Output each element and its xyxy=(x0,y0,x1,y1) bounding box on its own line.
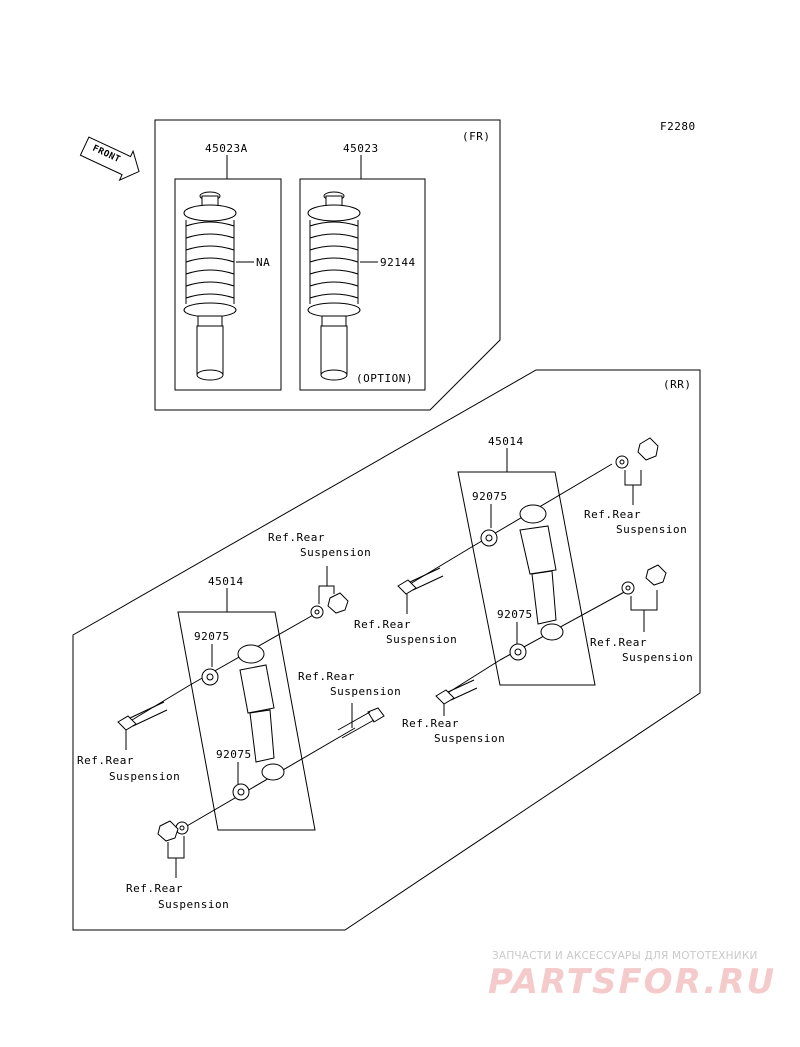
rear-lower-washer-bottom xyxy=(175,821,189,835)
rear-lower-nut-top xyxy=(327,592,349,614)
front-spring-left-part-number: NA xyxy=(256,256,270,269)
front-shock-right-box xyxy=(299,178,426,391)
ref-note-line2: Suspension xyxy=(616,523,687,536)
rear-upper-bushing-top-number: 92075 xyxy=(472,490,508,503)
rear-upper-nut-top xyxy=(637,437,659,461)
ref-note-line2: Suspension xyxy=(434,732,505,745)
rear-upper-bushing-bottom xyxy=(509,643,527,661)
rear-upper-shock xyxy=(519,504,564,641)
rear-lower-bushing-top-number: 92075 xyxy=(194,630,230,643)
front-option-note: (OPTION) xyxy=(356,372,413,385)
rear-lower-bushing-bottom-number: 92075 xyxy=(216,748,252,761)
ref-note-line2: Suspension xyxy=(109,770,180,783)
ref-note-line2: Suspension xyxy=(622,651,693,664)
rear-upper-bolt-top xyxy=(397,567,444,595)
rear-upper-shock-part-number: 45014 xyxy=(488,435,524,448)
figure-code: F2280 xyxy=(660,120,696,133)
ref-note-line1: Ref.Rear xyxy=(590,636,647,649)
rear-upper-bushing-bottom-number: 92075 xyxy=(497,608,533,621)
front-shock-left-part-number: 45023A xyxy=(205,142,248,155)
rear-lower-bolt-bottom xyxy=(337,707,385,739)
front-section-label: (FR) xyxy=(462,130,491,143)
rear-upper-washer-top xyxy=(615,455,629,469)
rear-upper-group-box xyxy=(457,471,596,686)
rear-upper-bolt-bottom xyxy=(435,679,478,705)
mount-axis-line xyxy=(131,684,191,721)
front-shock-right xyxy=(307,191,361,381)
front-shock-right-part-number: 45023 xyxy=(343,142,379,155)
rear-upper-nut-bottom xyxy=(645,564,667,586)
rear-lower-group-box xyxy=(177,611,316,831)
rear-lower-bolt-top xyxy=(117,701,168,731)
leader-bracket xyxy=(624,470,642,486)
ref-note-line1: Ref.Rear xyxy=(402,717,459,730)
ref-note-line1: Ref.Rear xyxy=(268,531,325,544)
ref-note-line2: Suspension xyxy=(158,898,229,911)
rear-section-frame xyxy=(72,369,701,931)
rear-upper-bushing-top xyxy=(480,529,498,547)
mount-axis-line xyxy=(409,547,471,585)
rear-lower-bushing-top xyxy=(201,668,219,686)
watermark-logo: PARTSFOR.RU xyxy=(488,962,777,1002)
rear-lower-shock xyxy=(237,644,285,781)
ref-note-line1: Ref.Rear xyxy=(354,618,411,631)
rear-lower-washer-top xyxy=(310,605,324,619)
front-spring-right-part-number: 92144 xyxy=(380,256,416,269)
watermark-tagline: ЗАПЧАСТИ И АКСЕССУАРЫ ДЛЯ МОТОТЕХНИКИ xyxy=(492,950,758,962)
ref-note-line1: Ref.Rear xyxy=(126,882,183,895)
front-arrow-icon xyxy=(79,136,140,182)
ref-note-line2: Suspension xyxy=(300,546,371,559)
front-shock-left xyxy=(183,191,237,381)
rear-lower-nut-bottom xyxy=(157,820,179,842)
leader-bracket xyxy=(630,590,658,611)
rear-section-label: (RR) xyxy=(663,378,692,391)
ref-note-line1: Ref.Rear xyxy=(584,508,641,521)
ref-note-line1: Ref.Rear xyxy=(77,754,134,767)
ref-note-line2: Suspension xyxy=(386,633,457,646)
rear-lower-shock-part-number: 45014 xyxy=(208,575,244,588)
ref-note-line1: Ref.Rear xyxy=(298,670,355,683)
ref-note-line2: Suspension xyxy=(330,685,401,698)
front-section-frame xyxy=(154,119,501,411)
rear-lower-bushing-bottom xyxy=(232,783,250,801)
rear-upper-washer-bottom xyxy=(621,581,635,595)
front-shock-left-box xyxy=(174,178,282,391)
